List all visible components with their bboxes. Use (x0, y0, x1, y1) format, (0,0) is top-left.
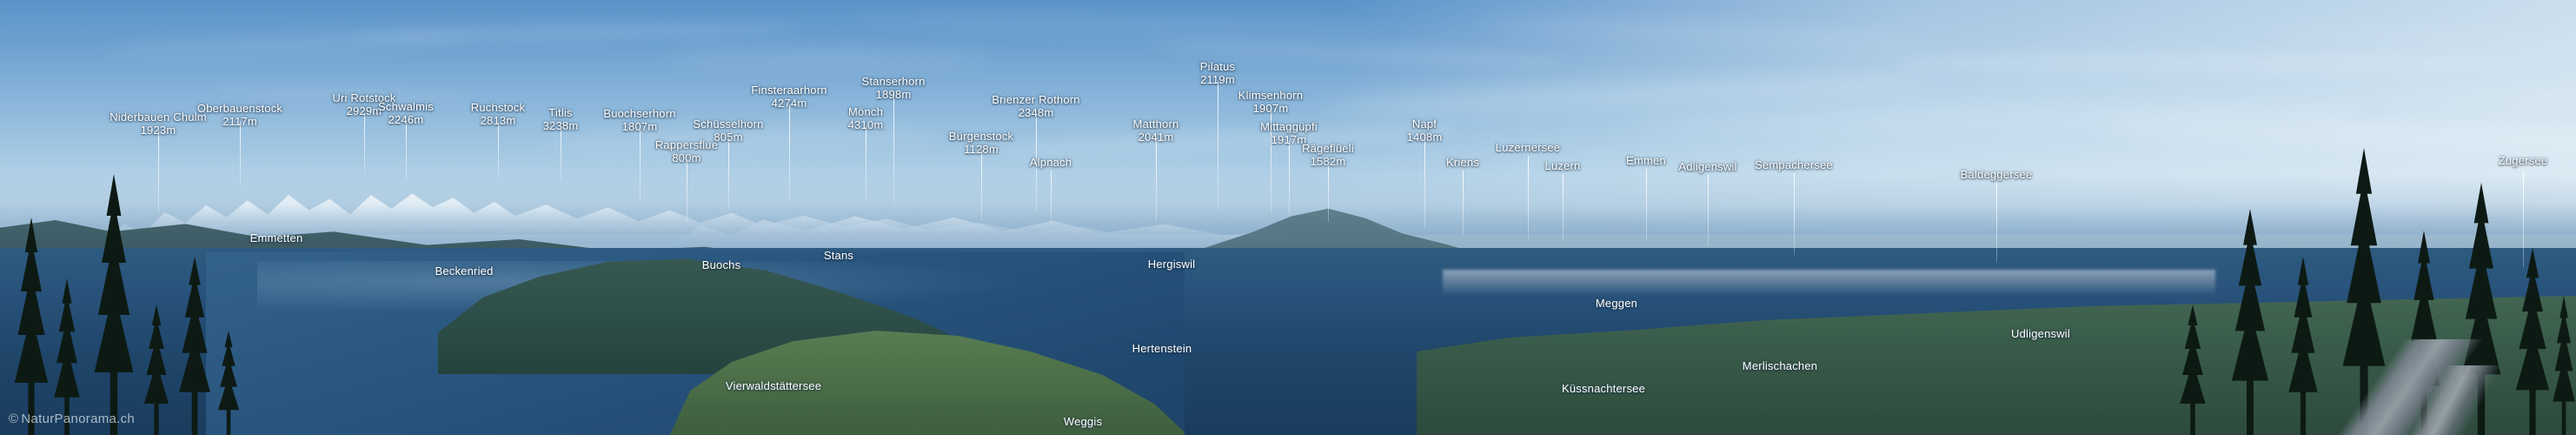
watermark: ©NaturPanorama.ch (9, 412, 135, 426)
town-settlement-strip (1442, 270, 2216, 296)
cirrus-cloud (2381, 87, 2576, 104)
cirrus-cloud (661, 52, 991, 66)
copyright-icon: © (9, 412, 19, 426)
cirrus-cloud (1895, 52, 2555, 73)
viewing-platform-railing-rail (2215, 365, 2576, 435)
watermark-text: NaturPanorama.ch (21, 412, 136, 426)
